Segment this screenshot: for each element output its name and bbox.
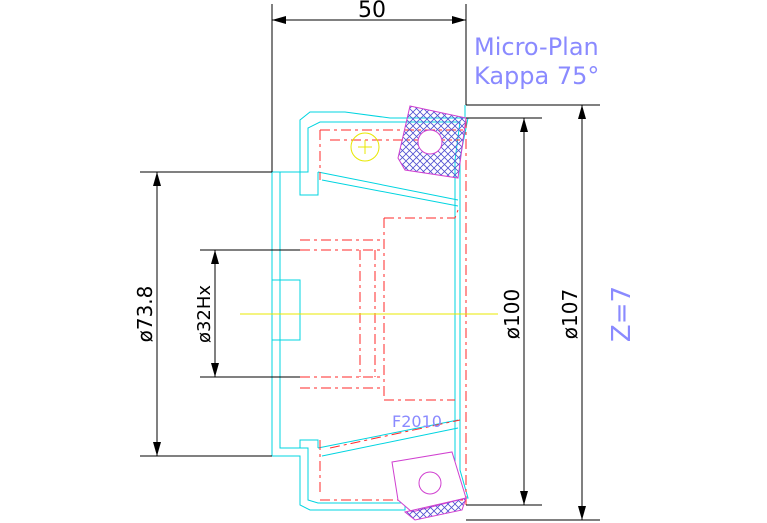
dimension-dia-107: ø107 (466, 104, 600, 521)
insert-code-label: F2010 (392, 412, 442, 431)
dimension-dia-100: ø100 (466, 117, 542, 506)
cutter-body-outline (271, 105, 469, 511)
insert-bottom (391, 451, 467, 521)
dimension-width-label: 50 (358, 0, 386, 23)
dimension-dia-73-8: ø73.8 (133, 171, 272, 457)
insert-top (397, 105, 467, 179)
dimension-dia-32hx-label: ø32Hx (194, 285, 215, 343)
dimension-width: 50 (271, 0, 467, 172)
title-line-2: Kappa 75° (474, 62, 599, 90)
dimension-dia-32hx: ø32Hx (194, 249, 300, 378)
dimension-dia-100-label: ø100 (500, 289, 524, 339)
annotations: Micro-Plan Kappa 75° Z=7 F2010 (392, 33, 637, 431)
teeth-count-label: Z=7 (607, 286, 637, 342)
dimension-dia-107-label: ø107 (558, 289, 582, 339)
title-line-1: Micro-Plan (474, 33, 599, 61)
centerline (240, 132, 498, 490)
dimension-dia-73-8-label: ø73.8 (133, 286, 157, 343)
